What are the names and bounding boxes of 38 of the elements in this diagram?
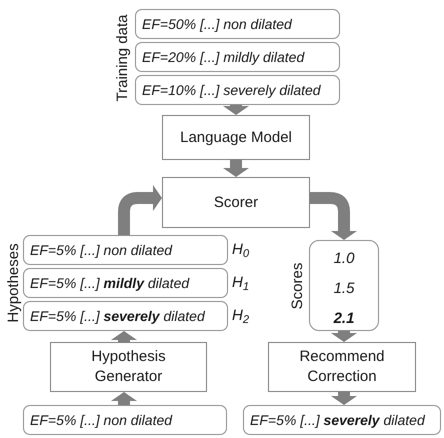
box-label: Hypothesis Generator	[90, 347, 167, 387]
arrow	[111, 331, 137, 342]
text-box	[135, 42, 340, 72]
text-box	[135, 9, 340, 39]
process-box	[162, 115, 310, 160]
box-label: Recommend Correction	[298, 347, 386, 387]
vertical-label: Training data	[114, 14, 132, 102]
box-text: EF=20% [...] mildly dilated	[142, 48, 304, 66]
box-text: EF=50% [...] non dilated	[142, 15, 292, 33]
box-text: EF=5% [...] non dilated	[30, 241, 172, 259]
arrow	[118, 185, 162, 235]
process-box	[50, 342, 207, 392]
arrow	[331, 392, 357, 405]
arrow	[111, 392, 137, 405]
arrow	[331, 331, 357, 342]
score-value: 1.0	[334, 250, 354, 268]
hypothesis-label: H$_{0}$	[232, 241, 250, 259]
process-box	[268, 342, 416, 392]
text-box	[243, 405, 441, 435]
hypothesis-label: H$_{2}$	[232, 307, 250, 325]
text-box	[23, 405, 227, 435]
vertical-label: Hypotheses	[5, 243, 23, 323]
arrow	[310, 192, 357, 240]
score-value: 1.5	[334, 280, 354, 298]
process-box	[162, 177, 310, 228]
box-label: Language Model	[180, 128, 292, 148]
hypothesis-label: H$_{1}$	[232, 274, 250, 292]
box-text: EF=5% [...] non dilated	[30, 411, 172, 429]
arrow	[223, 160, 249, 177]
box-text: EF=5% [...] mildly dilated	[30, 274, 190, 292]
box-text: EF=5% [...] severely dilated	[250, 411, 425, 429]
score-value: 2.1	[334, 310, 354, 328]
box-text: EF=5% [...] severely dilated	[30, 307, 205, 325]
box-text: EF=10% [...] severely dilated	[142, 81, 321, 99]
vertical-label: Scores	[289, 262, 307, 310]
text-box	[135, 75, 340, 105]
arrow	[223, 105, 249, 115]
box-label: Scorer	[214, 192, 258, 212]
